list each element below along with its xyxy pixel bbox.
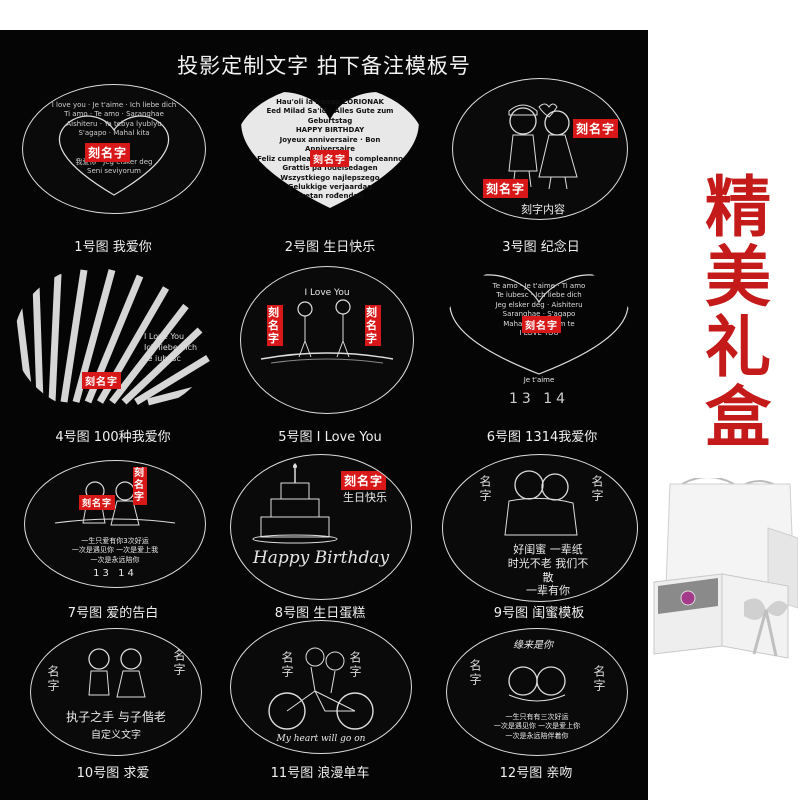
- template-disc-11[interactable]: 名字 名字 My heart will go on: [230, 620, 412, 754]
- name-tag-right: 刻名字: [365, 305, 381, 346]
- template-disc-2[interactable]: Hau'oli la hanau ZORIONAK Eed Milad Sa'i…: [234, 84, 426, 214]
- besties-hug-icon: [504, 470, 578, 536]
- date-1314: 13 14: [93, 568, 137, 579]
- template-disc-6[interactable]: Te amo · Je t'aime · Ti amo Te iubesc · …: [442, 262, 636, 412]
- template-disc-1[interactable]: I love you · Je t'aime · Ich liebe dich …: [22, 84, 206, 214]
- couple-love-icon: [260, 299, 394, 364]
- template-caption-7: 7号图 爱的告白: [67, 606, 159, 621]
- heart-footer: Je t'aime: [523, 376, 555, 384]
- template-caption-11: 11号图 浪漫单车: [270, 766, 370, 781]
- template-caption-8: 8号图 生日蛋糕: [274, 606, 366, 621]
- template-disc-5[interactable]: I Love You 刻名字 刻名字: [240, 266, 414, 414]
- date-1314: 13 14: [508, 391, 570, 407]
- name-tag: 刻名字: [310, 150, 349, 167]
- name-tag-left: 刻名字: [267, 305, 283, 346]
- template-caption-12: 12号图 亲吻: [499, 766, 573, 781]
- side-title-char: 美: [705, 238, 771, 316]
- template-disc-12[interactable]: 缘来是你 名字 名字 一生只有有三次好运一次是遇见你 一次是爱上你一次是永远陪伴…: [446, 628, 628, 756]
- heart-word-cloud-icon: [58, 115, 170, 196]
- template-caption-10: 10号图 求爱: [76, 766, 150, 781]
- name-vertical-right: 名字: [592, 665, 606, 693]
- word-cloud: I love you · Je t'aime · Ich liebe dich …: [51, 101, 177, 176]
- name-vertical-right: 名字: [348, 651, 362, 679]
- name-vertical-left: 名字: [46, 665, 60, 693]
- template-caption-4: 4号图 100种我爱你: [55, 430, 171, 445]
- name-vertical-left: 名字: [478, 475, 492, 503]
- love-label: I Love You: [304, 288, 350, 298]
- template-caption-2: 2号图 生日快乐: [284, 240, 376, 255]
- side-title-char: 礼: [705, 308, 771, 386]
- side-title: 精 美 礼 盒: [688, 172, 788, 452]
- template-disc-3[interactable]: 刻名字 刻名字 刻字内容: [452, 78, 628, 220]
- couple-anniversary-icon: [508, 103, 578, 190]
- page-title: 投影定制文字 拍下备注模板号: [177, 54, 471, 78]
- template-disc-9[interactable]: 名字 名字 好闺蜜 一辈纸时光不老 我们不散一辈有你: [442, 454, 638, 602]
- fan-word-icon: [14, 269, 211, 406]
- template-disc-8[interactable]: 刻名字 生日快乐 Happy Birthday: [230, 454, 412, 600]
- heart-outline-icon: [449, 274, 629, 375]
- side-title-char: 精: [705, 168, 771, 246]
- name-tag-left: 刻名字: [483, 179, 529, 198]
- proposal-couple-icon: [88, 648, 146, 698]
- kiss-title: 缘来是你: [513, 640, 553, 651]
- kiss-couple-icon: [508, 666, 566, 702]
- birthday-word-cloud: Hau'oli la hanau ZORIONAK Eed Milad Sa'i…: [257, 98, 403, 201]
- besties-text: 好闺蜜 一辈纸时光不老 我们不散一辈有你: [507, 543, 589, 598]
- birthday-label: 生日快乐: [343, 491, 387, 504]
- kiss-text: 一生只有有三次好运一次是遇见你 一次是爱上你一次是永远陪伴着你: [493, 713, 581, 740]
- name-vertical-left: 名字: [468, 659, 482, 687]
- romantic-bicycle-icon: [268, 647, 374, 730]
- template-caption-3: 3号图 纪念日: [502, 240, 580, 255]
- template-disc-10[interactable]: 名字 名字 执子之手 与子偕老 自定义文字: [30, 628, 202, 756]
- name-tag-right: 刻名字: [573, 119, 619, 138]
- proposal-vow: 执子之手 与子偕老: [66, 710, 166, 724]
- side-title-char: 盒: [705, 378, 771, 456]
- birthday-cake-icon: [252, 463, 338, 544]
- name-vertical-right: 名字: [590, 475, 604, 503]
- happy-birthday-script: Happy Birthday: [252, 548, 390, 568]
- name-tag: 刻名字: [85, 143, 131, 162]
- name-vertical-right: 名字: [172, 649, 186, 677]
- template-caption-5: 5号图 I Love You: [278, 430, 382, 445]
- bicycle-script: My heart will go on: [276, 734, 366, 744]
- template-disc-7[interactable]: 刻名字 刻名字 一生只爱有你3次好运一次是遇见你 一次是爱上我一次是永远陪你 1…: [24, 460, 206, 588]
- name-tag: 刻名字: [522, 316, 561, 333]
- template-caption-6: 6号图 1314我爱你: [486, 430, 598, 445]
- name-tag: 刻名字: [341, 471, 387, 490]
- engraving-label: 刻字内容: [521, 203, 565, 216]
- name-tag: 刻名字: [82, 372, 121, 389]
- name-tag-left: 刻名字: [79, 495, 116, 510]
- gift-box-image: [653, 478, 798, 659]
- confession-text: 一生只爱有你3次好运一次是遇见你 一次是爱上我一次是永远陪你: [71, 537, 159, 564]
- name-vertical-left: 名字: [280, 651, 294, 679]
- template-caption-9: 9号图 闺蜜模板: [493, 606, 585, 621]
- custom-text-label: 自定义文字: [91, 730, 141, 741]
- name-tag-top: 刻名字: [133, 467, 147, 505]
- template-caption-1: 1号图 我爱你: [74, 240, 152, 255]
